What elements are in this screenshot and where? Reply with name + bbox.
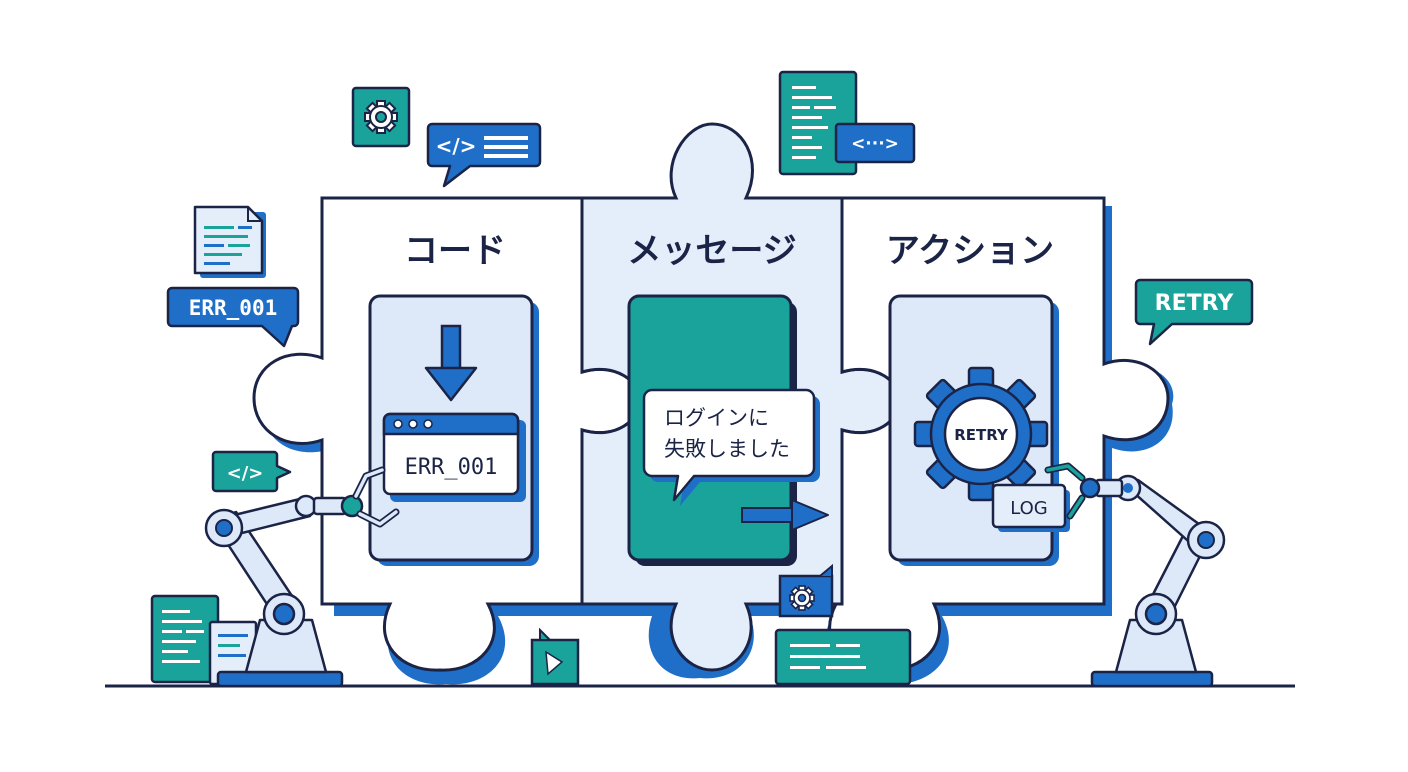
robot-arm-right xyxy=(1044,462,1226,688)
code-tag-top: </> xyxy=(436,134,477,158)
action-panel: RETRY LOG xyxy=(888,294,1070,566)
code-bubble-icon: </> xyxy=(426,122,542,188)
arrow-down-icon xyxy=(424,324,478,402)
message-panel: ログインに 失敗しました xyxy=(627,294,829,566)
error-code-text: ERR_001 xyxy=(405,455,498,480)
document-icon xyxy=(193,205,266,278)
retry-bubble-text: RETRY xyxy=(1155,291,1235,316)
robot-arm-left xyxy=(204,466,400,688)
small-tag-icon xyxy=(530,627,580,686)
gear-label: RETRY xyxy=(954,426,1009,444)
panel-title-message: メッセージ xyxy=(627,231,796,271)
code-panel: ERR_001 xyxy=(368,294,539,566)
browser-window-icon: ERR_001 xyxy=(382,412,526,502)
error-bubble-text: ERR_001 xyxy=(189,296,278,320)
arrow-right-icon xyxy=(741,499,829,531)
log-card: LOG xyxy=(991,483,1070,532)
gear-tag-icon xyxy=(778,563,834,618)
code-tag-bubble: </> xyxy=(211,450,292,493)
message-bubble: ログインに 失敗しました xyxy=(642,388,820,506)
gear-icon: RETRY xyxy=(913,366,1049,502)
arrow-tag-text: <···> xyxy=(851,134,899,154)
message-line-1: ログインに xyxy=(664,406,769,430)
panel-title-action: アクション xyxy=(886,231,1054,271)
panel-title-code: コード xyxy=(404,231,506,271)
message-line-2: 失敗しました xyxy=(664,437,790,461)
error-bubble: ERR_001 xyxy=(166,286,300,348)
document-stack-icon xyxy=(150,594,258,686)
log-label: LOG xyxy=(1010,498,1048,519)
code-window-icon: <···> xyxy=(778,70,916,176)
code-tag-small: </> xyxy=(227,463,264,484)
code-strip-icon xyxy=(774,628,912,686)
retry-bubble: RETRY xyxy=(1134,278,1254,346)
gear-square-icon xyxy=(351,86,411,148)
